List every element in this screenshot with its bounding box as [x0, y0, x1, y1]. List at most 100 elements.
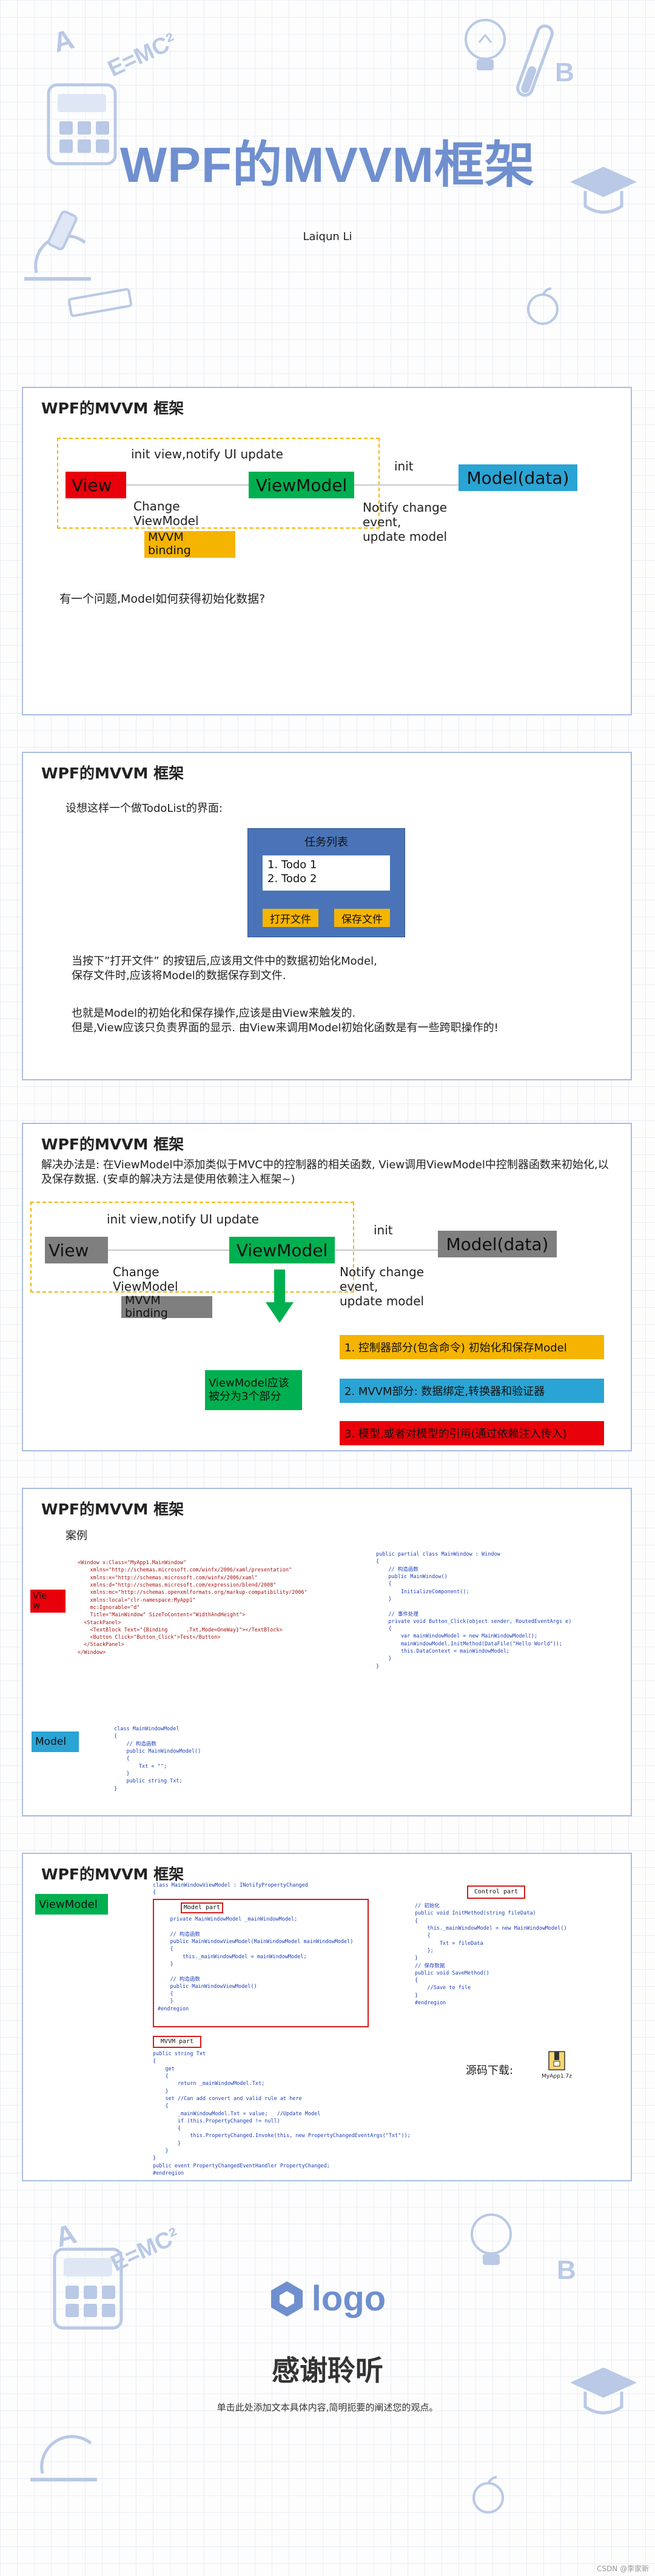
question-text: 有一个问题,Model如何获得初始化数据?: [59, 592, 266, 606]
calculator-doodle-icon: [49, 2243, 139, 2337]
init-notify-label: init view,notify UI update: [107, 1212, 259, 1226]
part-2-box: 2. MVVM部分: 数据绑定,转换器和验证器: [340, 1379, 604, 1403]
control-part-tag: Control part: [467, 1885, 525, 1899]
letter-b-doodle-icon: B: [555, 58, 574, 87]
todo-panel: 任务列表 1. Todo 1 2. Todo 2 打开文件 保存文件: [247, 828, 405, 937]
emc2-doodle-text: E=MC²: [104, 28, 181, 82]
view-tag-label: Vie w: [33, 1590, 47, 1611]
vm-class-header-code: class MainWindowViewModel : INotifyPrope…: [153, 1882, 308, 1896]
mvvm-binding-box: MVVM binding: [121, 1294, 212, 1320]
source-credit: CSDN @李家新: [596, 2564, 649, 2573]
view-vm-connector: [126, 484, 272, 486]
slide-1: WPF的MVVM 框架 init view,notify UI update V…: [22, 387, 632, 715]
mvvm-part-tag: MVVM part: [153, 2036, 201, 2048]
slide-4: WPF的MVVM 框架 案例 Vie w <Window x:Class="My…: [22, 1488, 632, 1816]
vm-model-connector: [354, 484, 463, 486]
graduation-cap-doodle-icon: [564, 2358, 643, 2427]
part-3-label: 3. 模型,或者对模型的引用(通过依赖注入传入): [344, 1428, 567, 1440]
model-tag-label: Model: [35, 1736, 67, 1748]
slide-1-title: WPF的MVVM 框架: [41, 400, 184, 417]
control-part-label: Control part: [474, 1888, 519, 1895]
view-tag: Vie w: [30, 1590, 66, 1613]
vm-three-parts-box: ViewModel应该 被分为3个部分: [205, 1370, 302, 1410]
case-label: 案例: [66, 1530, 87, 1542]
page-title: WPF的MVVM框架: [119, 138, 536, 193]
model-code: class MainWindowModel { // 构造函数 public M…: [114, 1726, 201, 1792]
change-viewmodel-label: Change ViewModel: [133, 499, 199, 528]
slide-3: WPF的MVVM 框架 解决办法是: 在ViewModel中添加类似于MVC中的…: [22, 1123, 632, 1451]
microscope-doodle-icon: [12, 200, 103, 293]
todo-list: 1. Todo 1 2. Todo 2: [263, 855, 390, 891]
notify-change-label: Notify change event, update model: [363, 500, 448, 544]
view-label: View: [72, 475, 112, 495]
open-file-button[interactable]: 打开文件: [263, 909, 318, 927]
slide-3-title: WPF的MVVM 框架: [41, 1136, 184, 1153]
archive-file-icon[interactable]: MyApp1.7z: [540, 2050, 574, 2079]
calculator-doodle-icon: [42, 79, 133, 172]
notify-change-label: Notify change event, update model: [340, 1265, 425, 1308]
graduation-cap-doodle-icon: [564, 158, 643, 227]
author-name: Laiqun Li: [303, 230, 352, 243]
viewmodel-box: ViewModel: [229, 1237, 335, 1263]
viewmodel-label: ViewModel: [236, 1240, 328, 1260]
slide-2: WPF的MVVM 框架 设想这样一个做TodoList的界面: 任务列表 1. …: [22, 752, 632, 1080]
footer-logo: logo: [0, 2278, 655, 2319]
mvvm-binding-label: MVVM binding: [148, 530, 191, 557]
thanks-heading: 感谢聆听: [272, 2354, 383, 2387]
model-part-label: Model part: [183, 1904, 221, 1911]
mvvm-part-label: MVVM part: [160, 2038, 194, 2045]
todo-item[interactable]: 1. Todo 1: [267, 858, 317, 871]
test-tube-doodle-icon: [503, 18, 576, 118]
view-box: View: [66, 472, 126, 498]
part-2-label: 2. MVVM部分: 数据绑定,转换器和验证器: [344, 1385, 545, 1398]
viewmodel-label: ViewModel: [255, 475, 348, 495]
slide-2-title: WPF的MVVM 框架: [41, 764, 184, 782]
down-arrow-icon: [266, 1270, 294, 1326]
apple-doodle-icon: [467, 2474, 509, 2518]
slide-4-title: WPF的MVVM 框架: [41, 1500, 184, 1518]
slide-5-title: WPF的MVVM 框架: [41, 1865, 184, 1883]
xaml-code: <Window x:Class="MyApp1.MainWindow" xmln…: [78, 1560, 307, 1656]
view-box: View: [45, 1237, 108, 1263]
view-label: View: [49, 1240, 89, 1260]
change-viewmodel-label: Change ViewModel: [113, 1265, 178, 1294]
view-vm-dashed-frame: [30, 1202, 354, 1293]
model-box: Model(data): [438, 1231, 557, 1257]
vm-control-part-code: // 初始化 public void InitMethod(string fil…: [415, 1903, 567, 2007]
letter-a-doodle-icon: A: [49, 22, 78, 59]
viewmodel-tag-label: ViewModel: [39, 1898, 98, 1911]
ruler-doodle-icon: [67, 285, 133, 324]
todo-intro-text: 设想这样一个做TodoList的界面:: [66, 802, 223, 815]
logo-text: logo: [311, 2279, 386, 2318]
init-label: init: [394, 459, 414, 473]
model-tag: Model: [32, 1731, 79, 1752]
archive-file-name: MyApp1.7z: [542, 2073, 572, 2079]
save-file-button[interactable]: 保存文件: [334, 909, 390, 927]
model-part-frame: [153, 1899, 369, 2027]
lightbulb-doodle-icon: [455, 12, 516, 81]
model-part-tag: Model part: [181, 1902, 223, 1913]
code-behind-code: public partial class MainWindow : Window…: [376, 1551, 572, 1670]
lightbulb-doodle-icon: [461, 2207, 522, 2276]
open-save-explanation: 当按下”打开文件” 的按钮后,应该用文件中的数据初始化Model, 保存文件时,…: [72, 955, 377, 983]
letter-b-doodle-icon: B: [557, 2255, 576, 2285]
footer-subtitle: 单击此处添加文本具体内容,简明扼要的阐述您的观点。: [217, 2402, 438, 2413]
init-notify-label: init view,notify UI update: [131, 447, 283, 461]
vm-model-part-code: private MainWindowModel _mainWindowModel…: [158, 1916, 354, 2012]
vm-mvvm-part-code: public string Txt { get { return _mainWi…: [153, 2051, 411, 2176]
model-box: Model(data): [458, 464, 577, 491]
part-1-box: 1. 控制器部分(包含命令) 初始化和保存Model: [340, 1335, 604, 1359]
emc2-doodle-text: E=MC²: [107, 2223, 184, 2277]
viewmodel-box: ViewModel: [249, 472, 354, 498]
model-label: Model(data): [466, 467, 569, 488]
part-1-label: 1. 控制器部分(包含命令) 初始化和保存Model: [344, 1342, 567, 1354]
todo-item[interactable]: 2. Todo 2: [267, 872, 317, 886]
model-label: Model(data): [446, 1234, 549, 1254]
mvvm-binding-label: MVVM binding: [125, 1294, 168, 1320]
mvvm-binding-box: MVVM binding: [144, 530, 235, 558]
init-label: init: [374, 1223, 393, 1237]
part-3-box: 3. 模型,或者对模型的引用(通过依赖注入传入): [340, 1421, 604, 1445]
view-responsibility-explanation: 也就是Model的初始化和保存操作,应该是由View来触发的. 但是,View应…: [72, 1007, 499, 1035]
solution-text: 解决办法是: 在ViewModel中添加类似于MVC中的控制器的相关函数, Vi…: [41, 1159, 609, 1186]
apple-doodle-icon: [522, 285, 564, 330]
